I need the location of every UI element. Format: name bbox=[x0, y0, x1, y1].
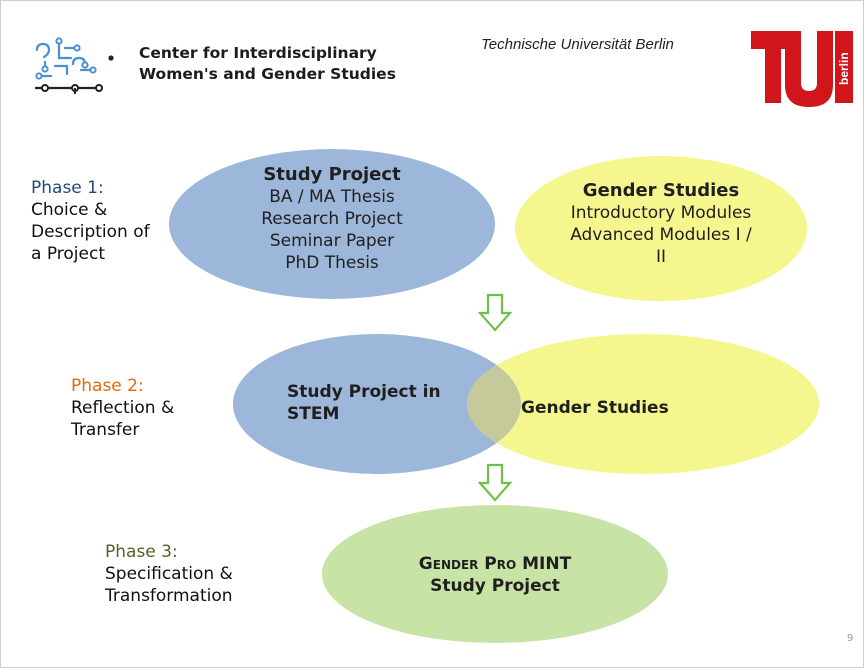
phase1-desc-line: a Project bbox=[31, 244, 105, 264]
gender-studies-ellipse bbox=[515, 156, 807, 301]
study-project-item: BA / MA Thesis bbox=[269, 187, 395, 207]
phase1-block: Phase 1: Choice & Description of a Proje… bbox=[31, 177, 150, 265]
phase1-title: Phase 1: bbox=[31, 178, 104, 198]
phase1-desc-line: Choice & bbox=[31, 200, 108, 220]
phase2-desc-line: Reflection & bbox=[71, 398, 175, 418]
gender-pro-mint-text: Gender Pro MINT Study Project bbox=[332, 553, 658, 597]
study-project-text: Study Project BA / MA Thesis Research Pr… bbox=[189, 163, 475, 274]
center-name: Center for Interdisciplinary Women's and… bbox=[139, 43, 396, 85]
gender-studies-text: Gender Studies Introductory Modules Adva… bbox=[525, 179, 797, 268]
study-project-item: Research Project bbox=[261, 209, 403, 229]
tu-logo-text: berlin bbox=[837, 52, 851, 85]
gender-pro-mint-label: Gender Pro MINT bbox=[418, 554, 572, 574]
gender-studies-item: Introductory Modules bbox=[570, 203, 752, 223]
phase3-desc-line: Transformation bbox=[105, 586, 233, 606]
tu-berlin-logo-icon: berlin bbox=[751, 31, 853, 107]
gender-pro-mint-sublabel: Study Project bbox=[430, 576, 560, 596]
university-name: Technische Universität Berlin bbox=[481, 36, 674, 53]
phase2-desc-line: Transfer bbox=[71, 420, 140, 440]
study-project-item: PhD Thesis bbox=[285, 253, 379, 273]
stem-label: Study Project in STEM bbox=[269, 381, 487, 425]
page-number: 9 bbox=[847, 633, 854, 644]
phase1-desc-line: Description of bbox=[31, 222, 150, 242]
center-logo-icon bbox=[35, 37, 114, 94]
center-name-line2: Women's and Gender Studies bbox=[139, 65, 396, 83]
gender-studies-ellipse-2 bbox=[467, 334, 819, 474]
down-arrow-icon bbox=[478, 293, 512, 332]
gender-pro-mint-ellipse bbox=[322, 505, 668, 643]
down-arrow-icon bbox=[478, 463, 512, 502]
phase3-title: Phase 3: bbox=[105, 542, 178, 562]
stem-label-line: Study Project in bbox=[287, 382, 441, 402]
gender-studies-title: Gender Studies bbox=[582, 180, 740, 201]
phase3-block: Phase 3: Specification & Transformation bbox=[105, 541, 233, 607]
phase3-desc-line: Specification & bbox=[105, 564, 233, 584]
phase2-block: Phase 2: Reflection & Transfer bbox=[71, 375, 174, 441]
gender-studies-item: Advanced Modules I / bbox=[570, 225, 752, 245]
study-project-ellipse bbox=[169, 149, 495, 299]
stem-ellipse bbox=[233, 334, 521, 474]
stem-label-line: STEM bbox=[287, 404, 340, 424]
venn-diagram bbox=[233, 334, 819, 474]
phase2-title: Phase 2: bbox=[71, 376, 144, 396]
gender-studies-label: Gender Studies bbox=[521, 398, 669, 418]
gender-studies-item: II bbox=[655, 247, 667, 267]
center-name-line1: Center for Interdisciplinary bbox=[139, 44, 377, 62]
study-project-item: Seminar Paper bbox=[269, 231, 395, 251]
study-project-title: Study Project bbox=[263, 164, 401, 185]
